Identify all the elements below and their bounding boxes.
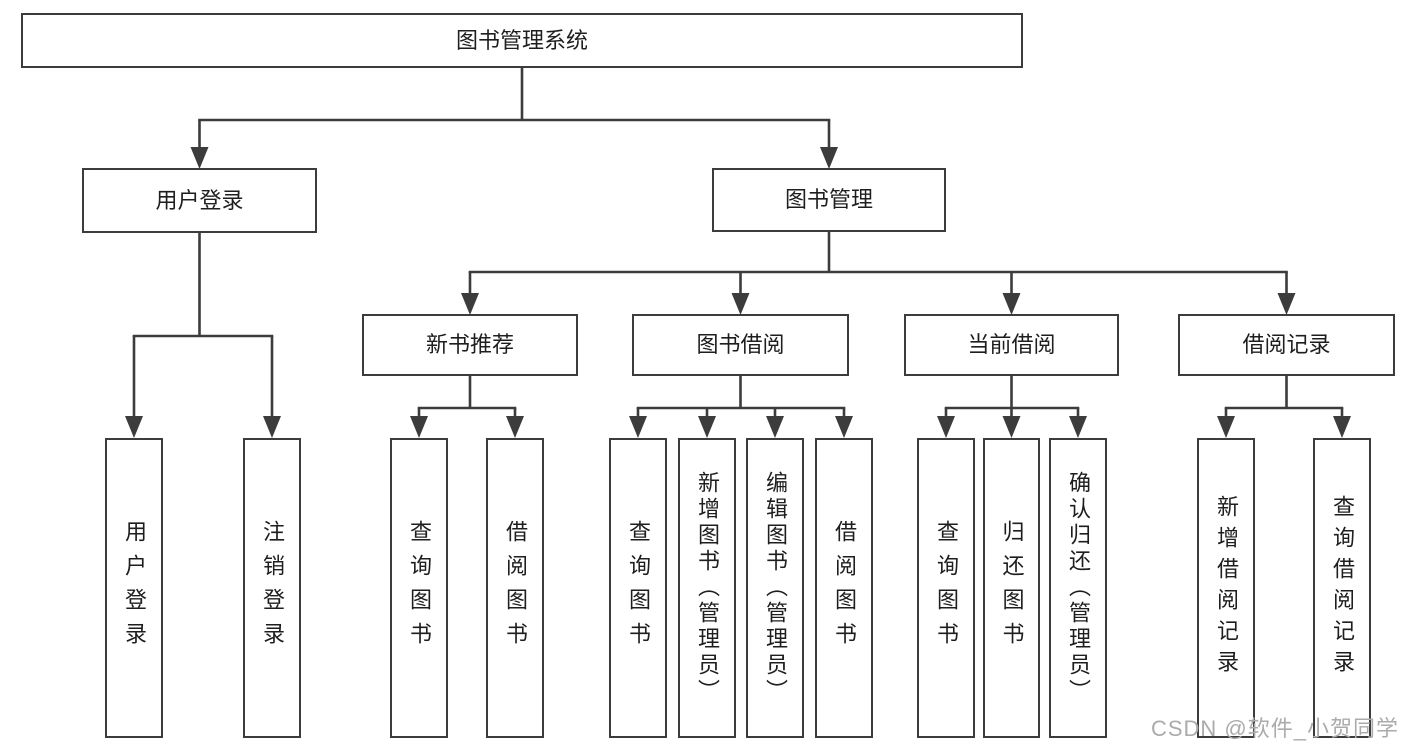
node-label: 借阅图书 xyxy=(832,520,857,656)
node-label: 查询图书 xyxy=(626,520,651,656)
leaf-add-borrow-record: 新增借阅记录 xyxy=(1197,438,1255,738)
leaf-confirm-return-admin: 确认归还（管理员） xyxy=(1049,438,1107,738)
node-label: 图书管理系统 xyxy=(455,27,588,53)
node-label: 当前借阅 xyxy=(967,332,1056,357)
leaf-add-books-admin: 新增图书（管理员） xyxy=(678,438,736,738)
node-label: 查询图书 xyxy=(934,520,959,656)
leaf-logout-login: 注销登录 xyxy=(243,438,301,738)
node-label: 编辑图书（管理员） xyxy=(763,471,788,705)
connector-book-borrow-to-leaves xyxy=(629,376,853,438)
node-user-login: 用户登录 xyxy=(82,168,317,233)
node-label: 新增借阅记录 xyxy=(1214,495,1239,681)
leaf-borrow-books-borrow: 借阅图书 xyxy=(815,438,873,738)
connector-book-management-to-level3 xyxy=(461,232,1296,315)
node-label: 借阅图书 xyxy=(503,520,528,656)
leaf-return-books: 归还图书 xyxy=(983,438,1040,738)
leaf-query-books-borrow: 查询图书 xyxy=(609,438,667,738)
node-label: 查询图书 xyxy=(407,520,432,656)
node-label: 新书推荐 xyxy=(425,332,514,357)
node-current-borrow: 当前借阅 xyxy=(904,314,1119,376)
node-library-management-system: 图书管理系统 xyxy=(21,13,1023,68)
node-label: 查询借阅记录 xyxy=(1330,495,1355,681)
connector-borrow-records-to-leaves xyxy=(1217,376,1351,438)
node-label: 用户登录 xyxy=(122,520,147,656)
leaf-edit-books-admin: 编辑图书（管理员） xyxy=(746,438,804,738)
connector-current-borrow-to-leaves xyxy=(937,376,1087,438)
leaf-query-books-recommend: 查询图书 xyxy=(390,438,448,738)
node-label: 用户登录 xyxy=(155,187,244,213)
connector-new-book-recommend-to-leaves xyxy=(410,376,524,438)
leaf-query-books-current: 查询图书 xyxy=(917,438,975,738)
node-book-management: 图书管理 xyxy=(712,168,946,232)
node-label: 注销登录 xyxy=(260,520,285,656)
csdn-watermark: CSDN @软件_小贺同学 xyxy=(1150,716,1399,741)
node-label: 借阅记录 xyxy=(1242,332,1331,357)
node-label: 新增图书（管理员） xyxy=(695,471,720,705)
connector-user-login-to-leaves xyxy=(125,233,281,438)
leaf-query-borrow-record: 查询借阅记录 xyxy=(1313,438,1371,738)
connector-root-to-level2 xyxy=(190,68,838,169)
node-new-book-recommend: 新书推荐 xyxy=(362,314,578,376)
node-label: 归还图书 xyxy=(999,520,1025,656)
node-label: 确认归还（管理员） xyxy=(1066,471,1091,705)
node-label: 图书管理 xyxy=(784,187,873,212)
node-book-borrow: 图书借阅 xyxy=(632,314,849,376)
node-label: 图书借阅 xyxy=(696,332,785,357)
node-borrow-records: 借阅记录 xyxy=(1178,314,1395,376)
leaf-borrow-books-recommend: 借阅图书 xyxy=(486,438,544,738)
leaf-user-login: 用户登录 xyxy=(105,438,163,738)
